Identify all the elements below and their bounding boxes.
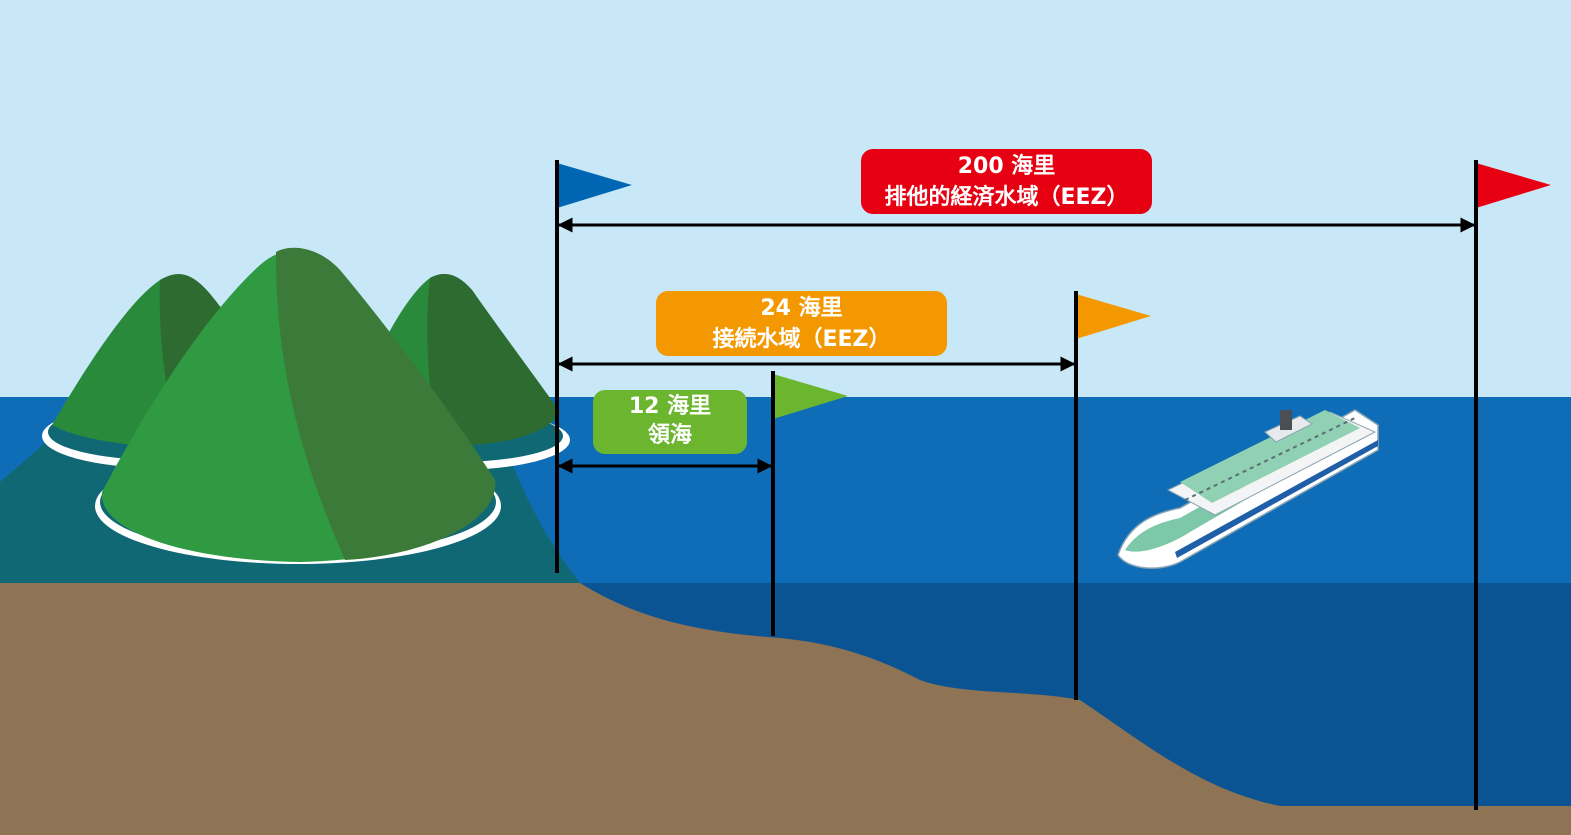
territorial-name: 領海 (647, 423, 692, 448)
contiguous-distance: 24 海里 (760, 296, 843, 321)
territorial-label: 12 海里 領海 (593, 390, 747, 454)
ferry-funnel (1280, 410, 1292, 430)
territorial-distance: 12 海里 (628, 394, 712, 419)
ferry-upper-deck (1180, 410, 1360, 503)
seabed (0, 583, 1571, 835)
eez-name: 排他的経済水域（EEZ） (884, 185, 1129, 210)
zone-markers (555, 160, 1551, 810)
island (42, 247, 570, 564)
ferry-hull-stripe (1175, 440, 1378, 558)
contiguous-label: 24 海里 接続水域（EEZ） (656, 291, 947, 356)
ferry (1117, 409, 1379, 569)
hill-right-shade (427, 274, 560, 445)
hill-center-shade (275, 247, 496, 560)
eez-flag (1476, 163, 1551, 208)
contiguous-flag (1076, 294, 1151, 339)
eez-distance: 200 海里 (957, 154, 1056, 179)
baseline-flag (557, 163, 632, 208)
territorial-flag (773, 374, 848, 419)
contiguous-name: 接続水域（EEZ） (712, 327, 891, 352)
eez-label: 200 海里 排他的経済水域（EEZ） (861, 149, 1152, 214)
